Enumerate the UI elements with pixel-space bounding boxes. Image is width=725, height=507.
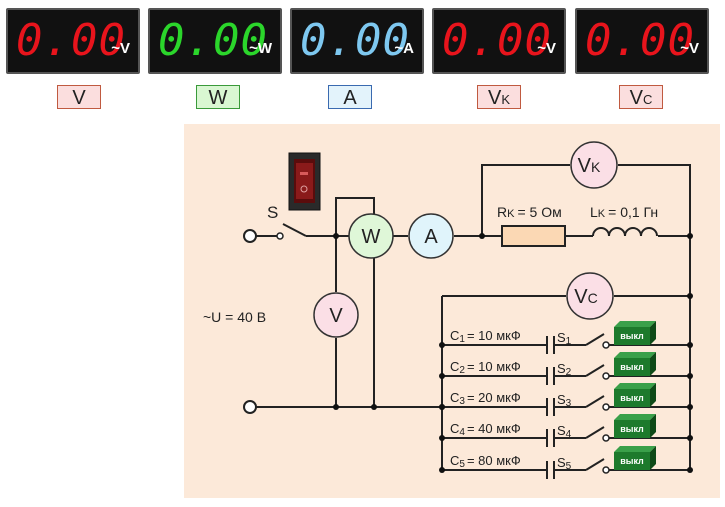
capacitor-switch-button[interactable]: выкл bbox=[614, 383, 656, 407]
switch-label: S5 bbox=[557, 455, 572, 472]
button-label: выкл bbox=[620, 424, 644, 434]
meter-label-v: V bbox=[57, 85, 101, 109]
switch-label: S2 bbox=[557, 361, 572, 378]
capacitor-switch-button[interactable]: выкл bbox=[614, 414, 656, 438]
coil-voltmeter-symbol[interactable] bbox=[570, 141, 618, 189]
label-text: V bbox=[487, 87, 502, 109]
voltmeter-display: 0.00 ~V bbox=[6, 8, 140, 74]
button-label: выкл bbox=[620, 362, 644, 372]
meter-digits: 0.00 bbox=[585, 15, 695, 66]
coil-voltmeter-display: 0.00 ~V bbox=[432, 8, 566, 74]
meter-unit: ~V bbox=[537, 40, 556, 57]
meter-digits: 0.00 bbox=[300, 15, 410, 66]
power-switch[interactable] bbox=[288, 152, 321, 211]
button-label: выкл bbox=[620, 393, 644, 403]
switch-contact bbox=[276, 232, 284, 240]
capacitor bbox=[546, 336, 555, 354]
ammeter-label: A bbox=[424, 226, 438, 248]
meter-unit: ~V bbox=[111, 40, 130, 57]
capacitor-row: C4= 40 мкФ S4 выкл bbox=[439, 414, 693, 447]
voltmeter-label: V bbox=[329, 305, 343, 327]
switch-contact bbox=[602, 341, 610, 349]
capacitor-row: C2= 10 мкФ S2 выкл bbox=[439, 352, 693, 385]
meter-label-vc: VC bbox=[619, 85, 663, 109]
capacitor-switch-button[interactable]: выкл bbox=[614, 321, 656, 345]
capacitor-row: C1= 10 мкФ S1 выкл bbox=[439, 321, 693, 354]
capacitor-voltmeter-label: VC bbox=[574, 286, 597, 308]
capacitor bbox=[546, 429, 555, 447]
capacitor bbox=[546, 461, 555, 479]
meter-unit: ~W bbox=[249, 40, 272, 57]
switch-contact bbox=[602, 372, 610, 380]
label-text: V bbox=[72, 87, 86, 109]
switch-contact bbox=[602, 466, 610, 474]
capacitor-voltmeter-symbol[interactable] bbox=[566, 272, 614, 320]
ammeter-display: 0.00 ~A bbox=[290, 8, 424, 74]
wattmeter-label: W bbox=[362, 226, 381, 248]
label-text: A bbox=[343, 87, 357, 109]
switch-label: S4 bbox=[557, 423, 572, 440]
input-terminal-bottom bbox=[243, 400, 257, 414]
meter-label-vk: VK bbox=[477, 85, 521, 109]
meter-digits: 0.00 bbox=[16, 15, 126, 66]
resistor-label: RK= 5 Ом bbox=[497, 204, 562, 220]
capacitor-label: C5= 80 мкФ bbox=[450, 453, 521, 470]
capacitor bbox=[546, 367, 555, 385]
meter-label-w: W bbox=[196, 85, 240, 109]
switch-label: S bbox=[267, 203, 278, 222]
meter-unit: ~V bbox=[680, 40, 699, 57]
capacitor-label: C2= 10 мкФ bbox=[450, 359, 521, 376]
label-sub: C bbox=[642, 92, 653, 107]
resistor bbox=[501, 225, 566, 247]
meter-digits: 0.00 bbox=[442, 15, 552, 66]
wattmeter-display: 0.00 ~W bbox=[148, 8, 282, 74]
capacitor-label: C3= 20 мкФ bbox=[450, 390, 521, 407]
meter-label-a: A bbox=[328, 85, 372, 109]
capacitor-label: C1= 10 мкФ bbox=[450, 328, 521, 345]
capacitor-row: C5= 80 мкФ S5 выкл bbox=[439, 446, 693, 479]
capacitor-voltmeter-display: 0.00 ~V bbox=[575, 8, 709, 74]
capacitor bbox=[546, 398, 555, 416]
label-text: W bbox=[208, 87, 228, 109]
switch-contact bbox=[602, 434, 610, 442]
coil-voltmeter-label: VK bbox=[578, 155, 601, 177]
inductor bbox=[592, 227, 658, 237]
capacitor-switch-button[interactable]: выкл bbox=[614, 446, 656, 470]
wattmeter-symbol[interactable] bbox=[348, 213, 394, 259]
input-terminal-top bbox=[243, 229, 257, 243]
inductor-label: LK= 0,1 Гн bbox=[590, 204, 658, 220]
source-voltage-label: ~U = 40 В bbox=[203, 309, 266, 325]
ammeter-symbol[interactable] bbox=[408, 213, 454, 259]
label-text: V bbox=[629, 87, 643, 109]
switch-label: S1 bbox=[557, 330, 572, 347]
capacitor-label: C4= 40 мкФ bbox=[450, 421, 521, 438]
switch-contact bbox=[602, 403, 610, 411]
label-sub: K bbox=[501, 92, 510, 107]
meter-digits: 0.00 bbox=[158, 15, 268, 66]
switch-label: S3 bbox=[557, 392, 572, 409]
meter-unit: ~A bbox=[394, 40, 414, 57]
capacitor-row: C3= 20 мкФ S3 выкл bbox=[439, 383, 693, 416]
voltmeter-symbol[interactable] bbox=[313, 292, 359, 338]
button-label: выкл bbox=[620, 456, 644, 466]
capacitor-switch-button[interactable]: выкл bbox=[614, 352, 656, 376]
button-label: выкл bbox=[620, 331, 644, 341]
